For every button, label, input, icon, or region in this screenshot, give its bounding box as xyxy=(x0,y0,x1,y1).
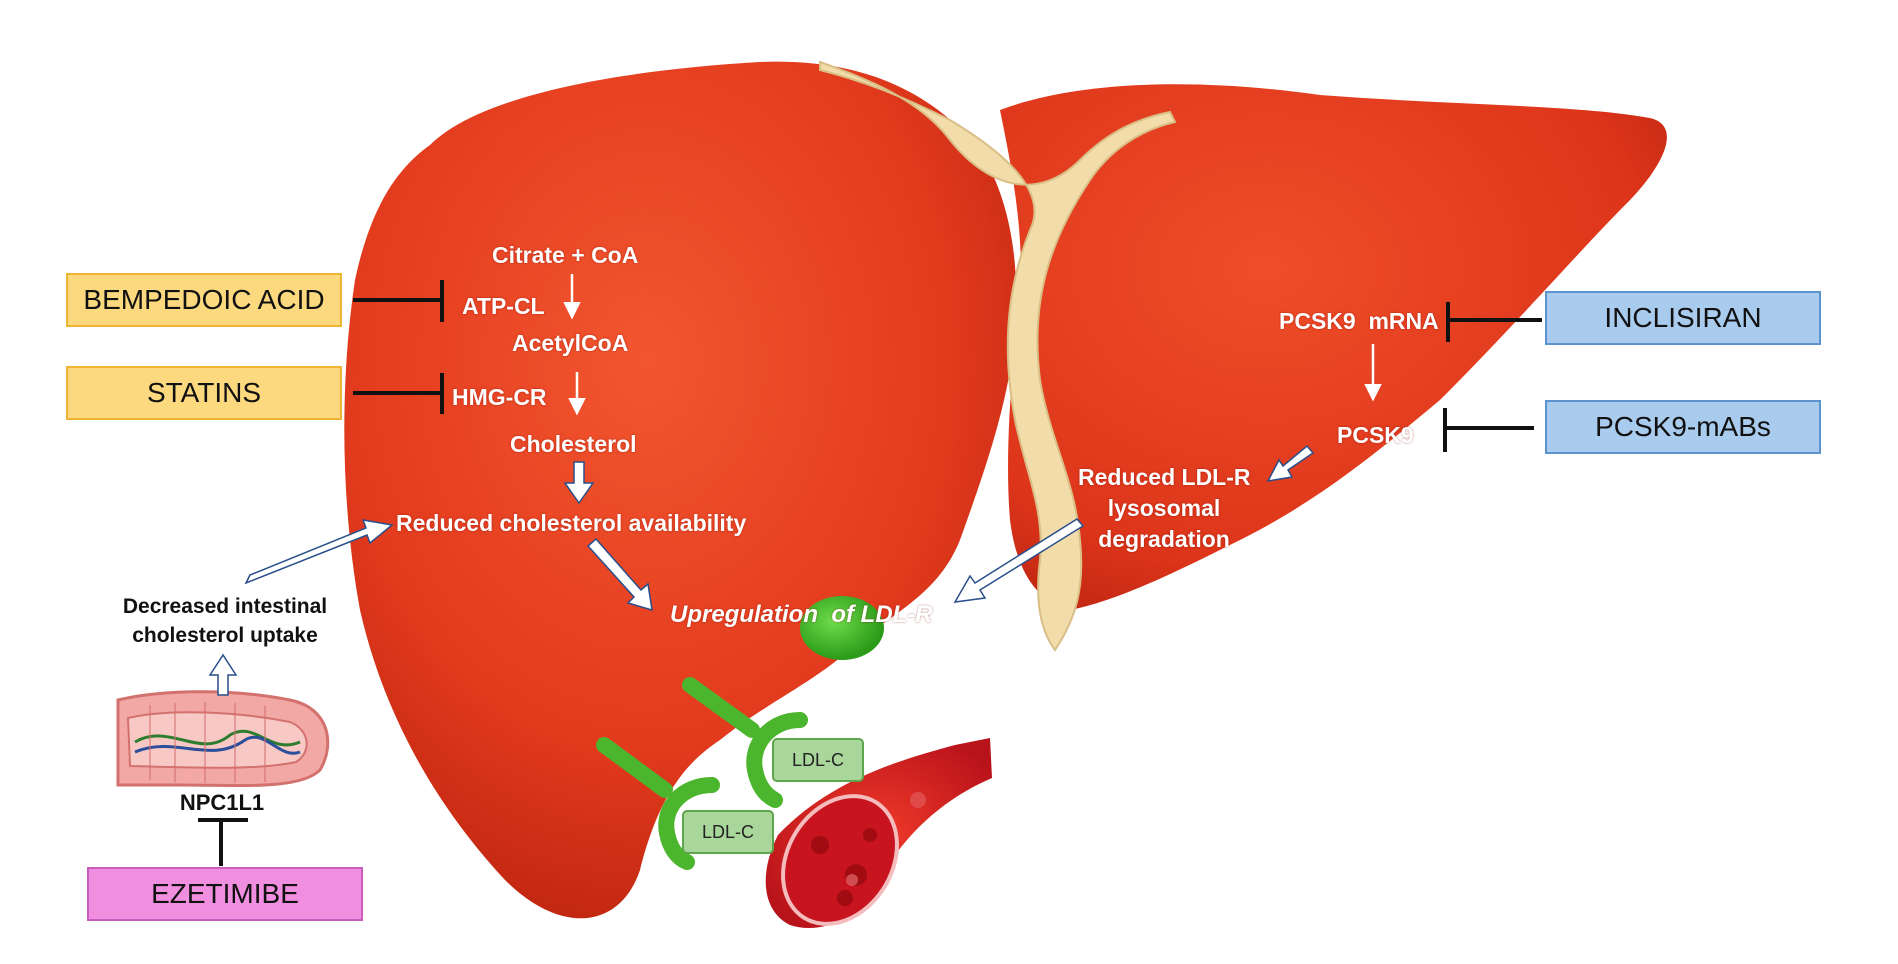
ldlc-label-lower: LDL-C xyxy=(702,822,754,843)
reduced-ldlr-line1: Reduced LDL-R xyxy=(1078,462,1250,493)
bempedoic-acid-label: BEMPEDOIC ACID xyxy=(83,284,324,316)
ezetimibe-box: EZETIMIBE xyxy=(87,867,363,921)
pcsk9-mabs-box: PCSK9-mABs xyxy=(1545,400,1821,454)
acetylcoa-label: AcetylCoA xyxy=(512,330,628,357)
ldlc-box-upper: LDL-C xyxy=(772,738,864,782)
ezetimibe-label: EZETIMIBE xyxy=(151,878,299,910)
ldlc-label-upper: LDL-C xyxy=(792,750,844,771)
citrate-coa-label: Citrate + CoA xyxy=(492,242,638,269)
decreased-line1: Decreased intestinal xyxy=(100,592,350,621)
cholesterol-label: Cholesterol xyxy=(510,431,637,458)
inclisiran-box: INCLISIRAN xyxy=(1545,291,1821,345)
atp-cl-label: ATP-CL xyxy=(462,293,545,320)
pcsk9-label: PCSK9 xyxy=(1337,422,1414,449)
decreased-line2: cholesterol uptake xyxy=(100,621,350,650)
reduced-cholesterol-label: Reduced cholesterol availability xyxy=(396,510,746,537)
liver xyxy=(344,62,1667,919)
reduced-ldlr-line3: degradation xyxy=(1078,524,1250,555)
reduced-ldlr-line2: lysosomal xyxy=(1078,493,1250,524)
npc1l1-label: NPC1L1 xyxy=(172,790,272,816)
intestine-illustration xyxy=(118,692,334,786)
upregulation-ldlr-label: Upregulation of LDL-R xyxy=(670,601,933,629)
bempedoic-acid-box: BEMPEDOIC ACID xyxy=(66,273,342,327)
pcsk9-mrna-label: PCSK9 mRNA xyxy=(1279,308,1439,335)
inhibition-pcsk9-mabs xyxy=(1445,408,1534,452)
hmg-cr-label: HMG-CR xyxy=(452,384,547,411)
decreased-intestinal-label: Decreased intestinal cholesterol uptake xyxy=(100,592,350,650)
statins-label: STATINS xyxy=(147,377,261,409)
reduced-ldlr-degradation-label: Reduced LDL-R lysosomal degradation xyxy=(1078,462,1250,555)
ldlc-box-lower: LDL-C xyxy=(682,810,774,854)
inclisiran-label: INCLISIRAN xyxy=(1604,302,1761,334)
inhibition-ezetimibe xyxy=(198,820,248,866)
pcsk9-mabs-label: PCSK9-mABs xyxy=(1595,411,1771,443)
statins-box: STATINS xyxy=(66,366,342,420)
